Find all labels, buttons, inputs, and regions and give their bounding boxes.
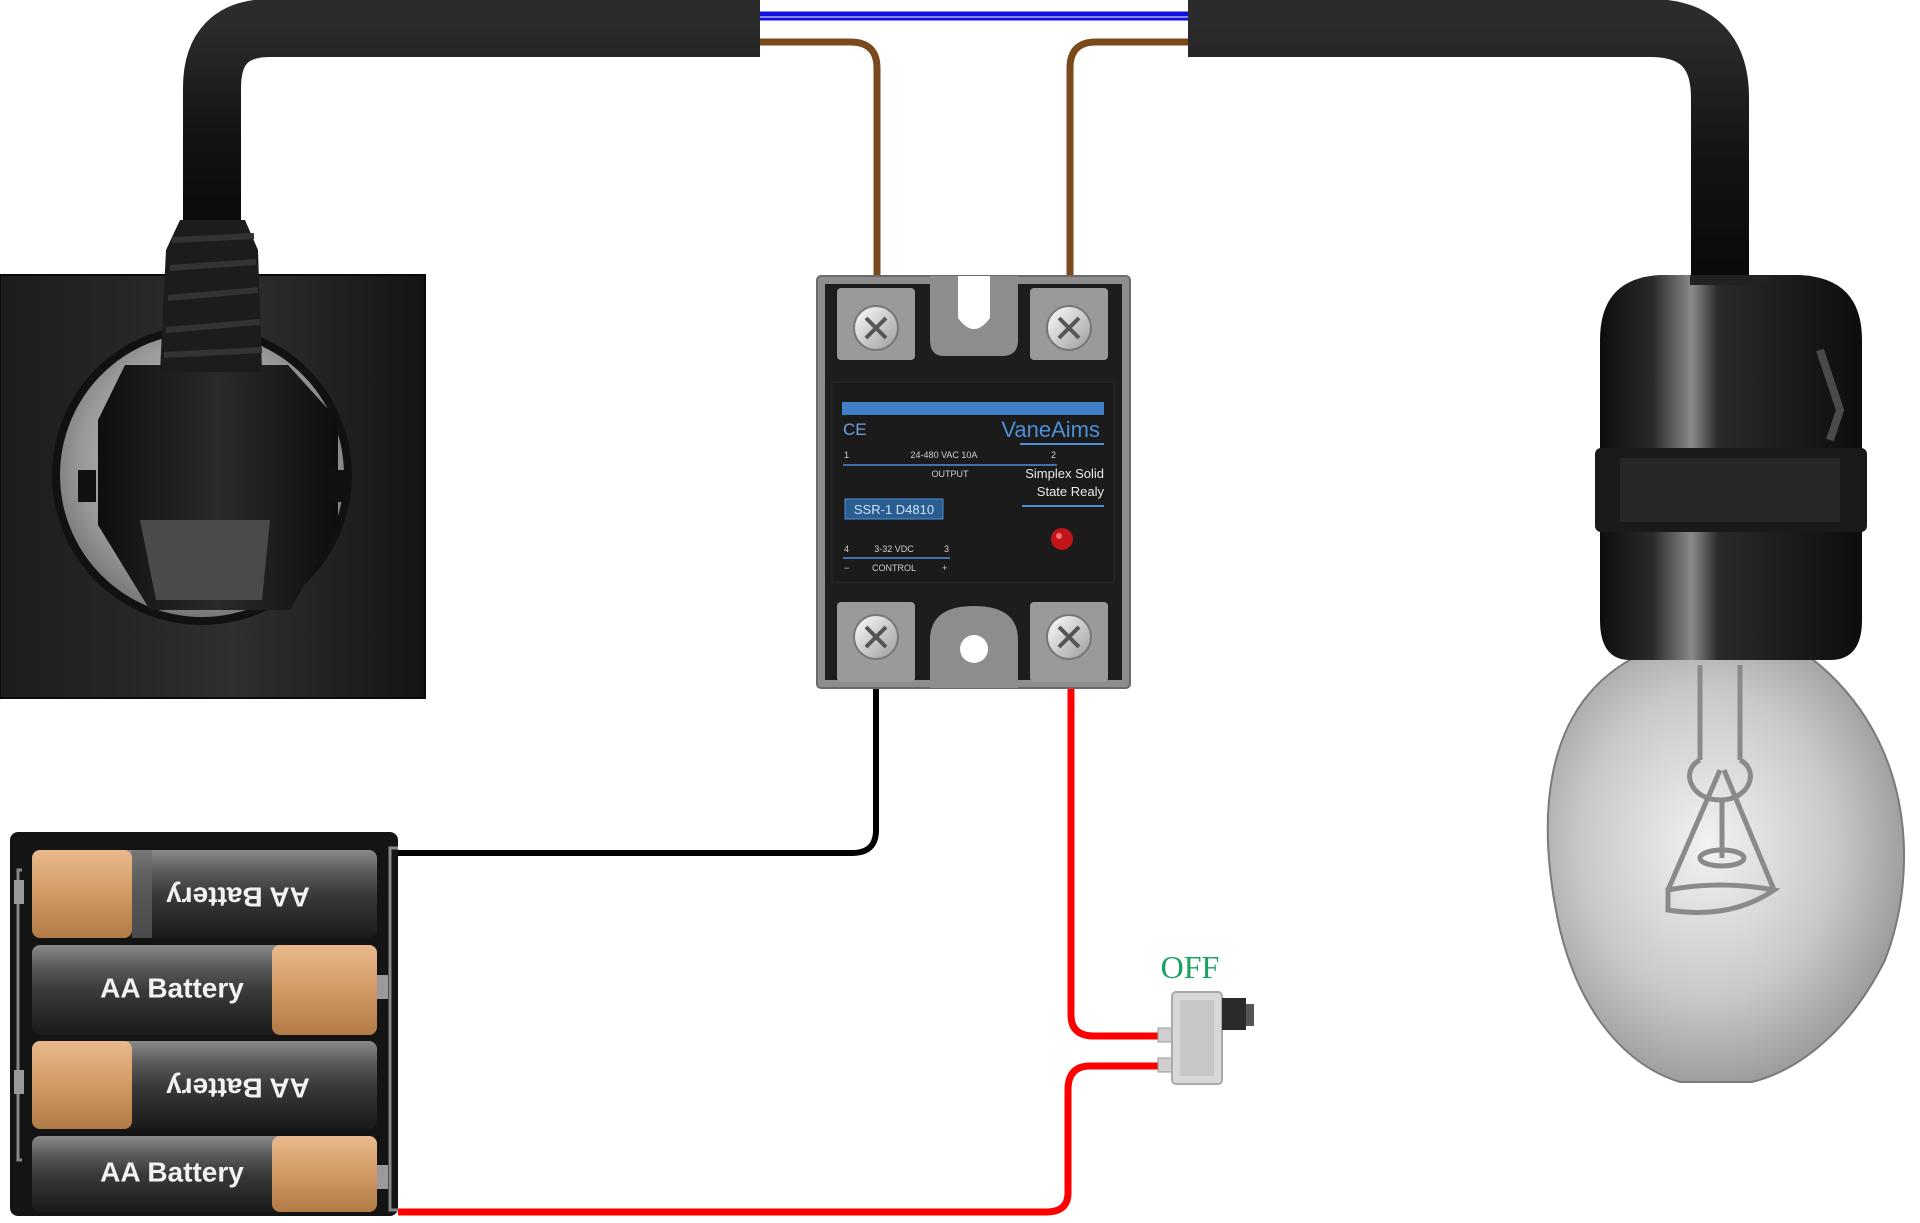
slide-switch[interactable]: OFF bbox=[1157, 949, 1254, 1085]
control-positive-wire-to-switch bbox=[1067, 688, 1162, 1040]
output-pin-1: 1 bbox=[844, 450, 849, 460]
battery-cell-4: AA Battery bbox=[32, 1136, 377, 1212]
battery-cell-2: AA Battery bbox=[32, 945, 377, 1035]
output-pin-2: 2 bbox=[1051, 450, 1056, 460]
right-mains-cable bbox=[1188, 0, 1749, 290]
battery-label: AA Battery bbox=[100, 1156, 244, 1187]
neutral-wire bbox=[760, 11, 1188, 21]
control-positive-wire-to-battery bbox=[398, 1062, 1162, 1216]
battery-pack: AA Battery AA Battery AA Battery AA Batt… bbox=[10, 832, 398, 1216]
control-pin-3: 3 bbox=[944, 544, 949, 554]
relay-brand: VaneAims bbox=[1001, 417, 1100, 442]
ce-mark: CE bbox=[843, 420, 867, 439]
control-label: CONTROL bbox=[872, 563, 916, 573]
battery-label: AA Battery bbox=[100, 972, 244, 1003]
lamp-holder bbox=[1595, 275, 1867, 660]
battery-label: AA Battery bbox=[166, 1073, 310, 1104]
control-minus: − bbox=[844, 563, 849, 573]
relay-terminal-screws bbox=[853, 305, 1092, 660]
product-title-line1: Simplex Solid bbox=[1025, 466, 1104, 481]
output-rating: 24-480 VAC 10A bbox=[911, 450, 978, 460]
control-plus: + bbox=[942, 563, 947, 573]
battery-label: AA Battery bbox=[166, 882, 310, 913]
battery-cell-1: AA Battery bbox=[32, 850, 377, 938]
control-rating: 3-32 VDC bbox=[874, 544, 914, 554]
live-wire-left bbox=[760, 38, 881, 278]
wall-socket bbox=[0, 220, 426, 699]
product-title-line2: State Realy bbox=[1037, 484, 1105, 499]
solid-state-relay: CE VaneAims 1 24-480 VAC 10A 2 OUTPUT Si… bbox=[816, 275, 1131, 689]
relay-model: SSR-1 D4810 bbox=[854, 502, 934, 517]
output-label: OUTPUT bbox=[932, 469, 970, 479]
status-led bbox=[1051, 528, 1073, 550]
battery-cell-3: AA Battery bbox=[32, 1041, 377, 1129]
switch-knob[interactable] bbox=[1222, 998, 1246, 1030]
control-pin-4: 4 bbox=[844, 544, 849, 554]
live-wire-right bbox=[1066, 38, 1188, 278]
control-negative-wire bbox=[398, 688, 879, 856]
light-bulb bbox=[1546, 649, 1906, 1083]
left-mains-cable bbox=[183, 0, 760, 240]
switch-state-label: OFF bbox=[1161, 949, 1220, 985]
